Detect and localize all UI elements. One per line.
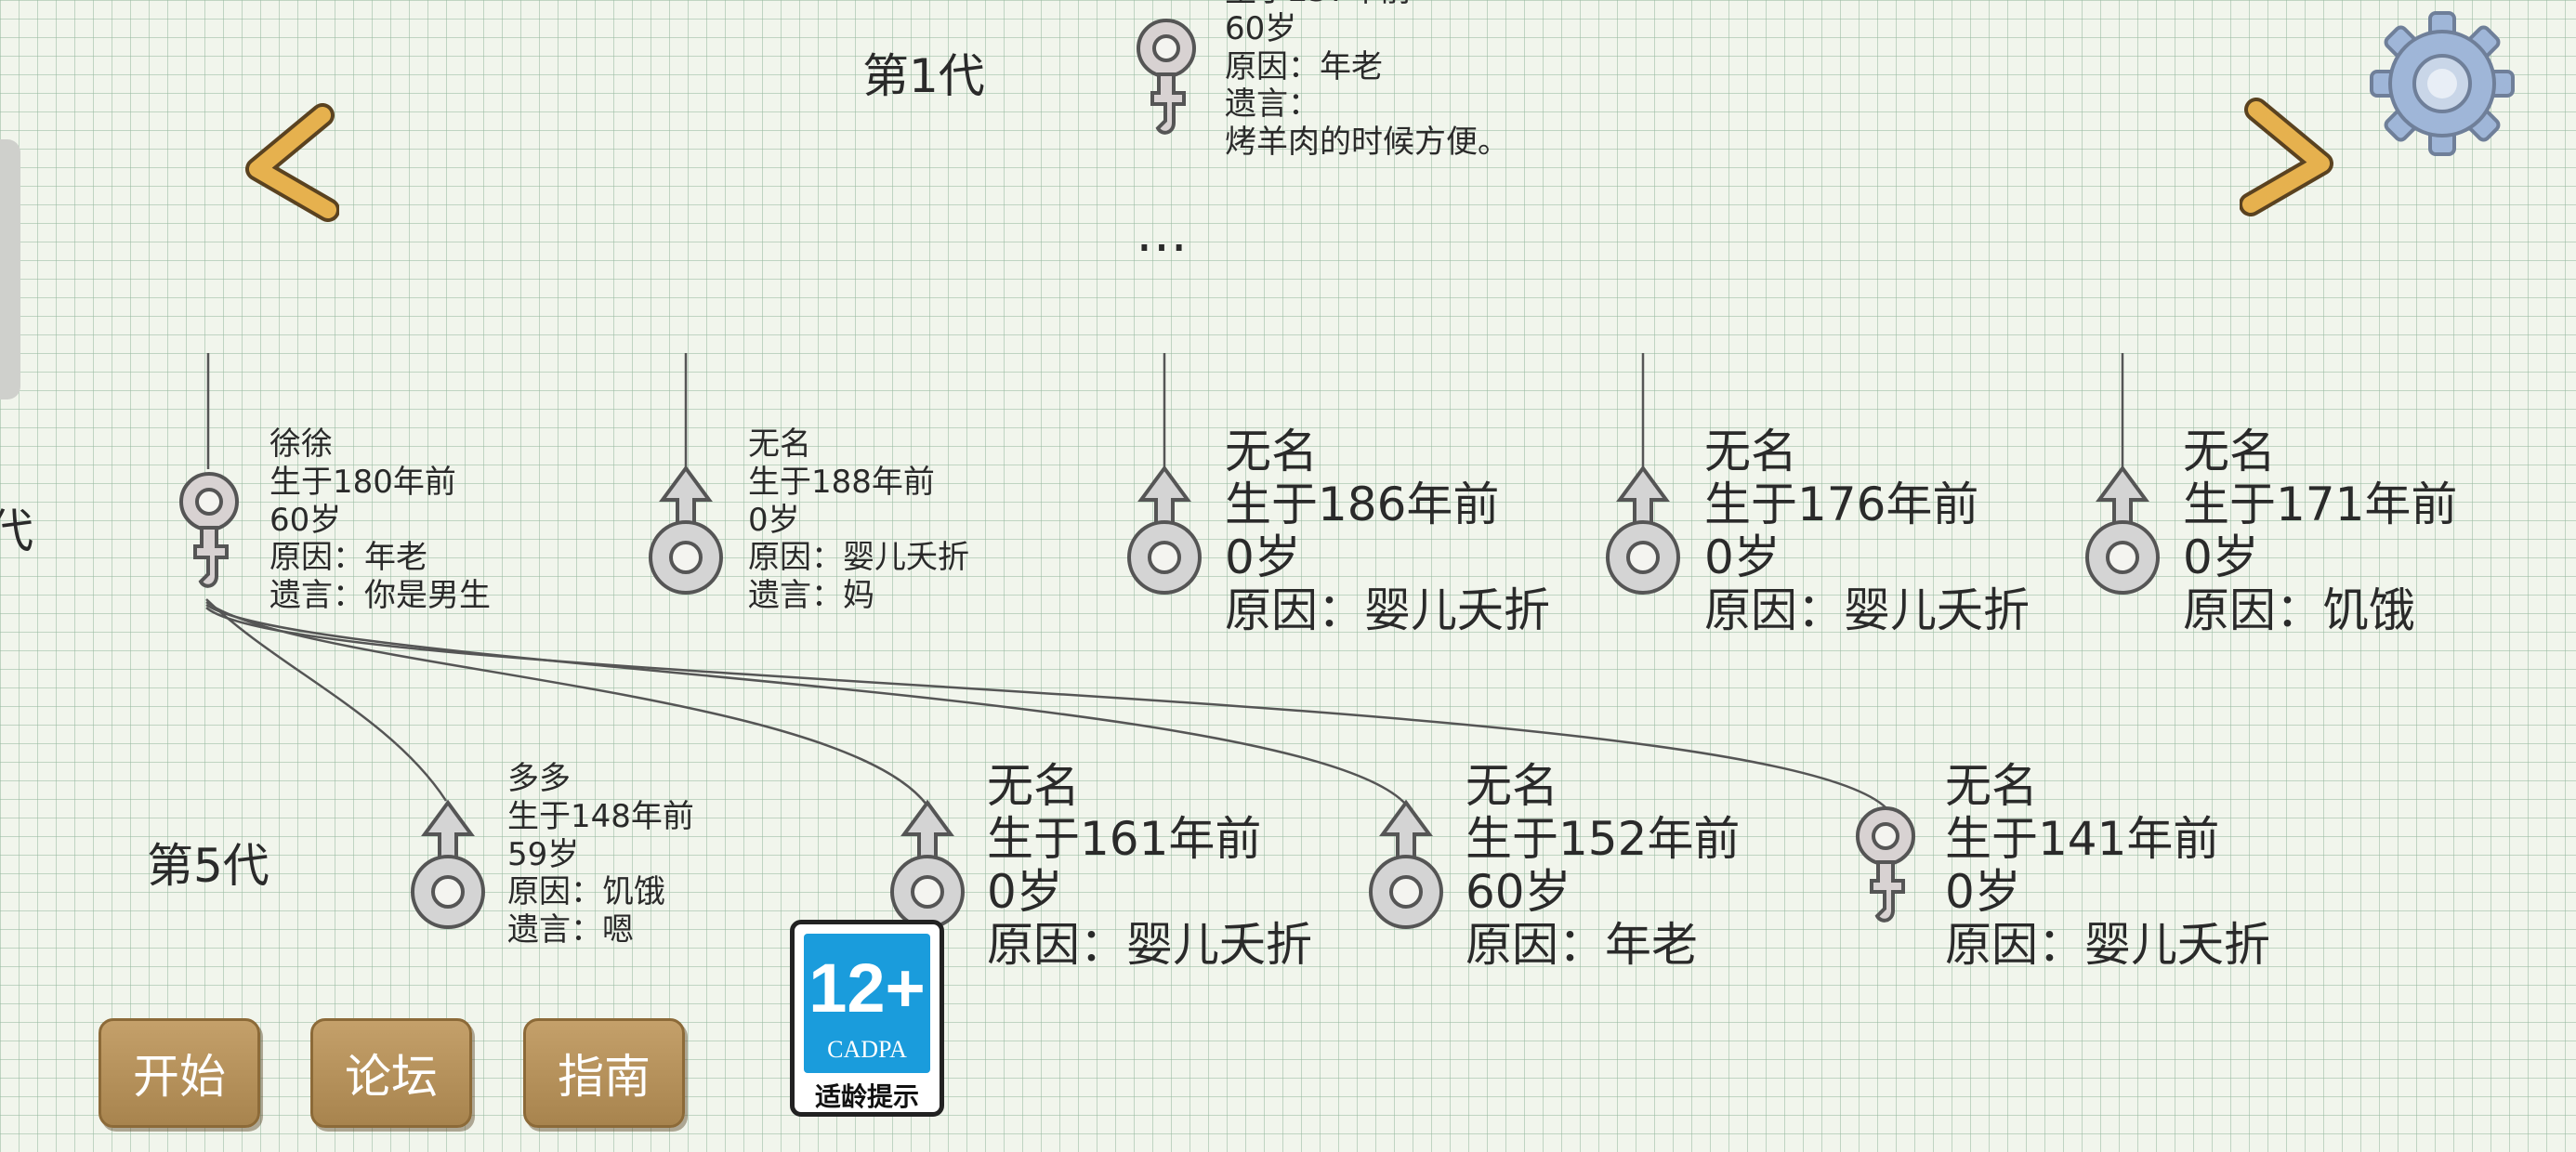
person-cause: 原因：婴儿夭折 <box>1704 583 2030 637</box>
person-cause: 原因：婴儿夭折 <box>987 918 1312 972</box>
person-info: 无名 生于176年前 0岁 原因：婴儿夭折 <box>1704 425 2030 637</box>
person-cause: 原因：年老 <box>1225 47 1383 85</box>
person-symbol[interactable] <box>1123 465 1206 604</box>
person-age: 60岁 <box>1465 865 1571 919</box>
person-symbol[interactable] <box>2081 465 2164 604</box>
person-name: 无名 <box>987 759 1080 813</box>
age-rating-org: CADPA <box>827 1036 907 1063</box>
person-info: 徐徐 生于180年前 60岁 原因：年老 遗言：你是男生 <box>269 425 491 615</box>
person-symbol[interactable] <box>1364 799 1448 938</box>
person-cause: 原因：婴儿夭折 <box>748 539 969 577</box>
next-generation-button[interactable] <box>2239 97 2342 221</box>
age-rating-badge[interactable]: 12+ CADPA 适龄提示 <box>790 920 944 1117</box>
person-will: 遗言：妈 <box>748 577 874 615</box>
person-name: 无名 <box>2183 425 2276 478</box>
child-link-4 <box>205 607 1887 809</box>
person-info: 无名 生于188年前 0岁 原因：婴儿夭折 遗言：妈 <box>748 425 969 615</box>
person-symbol[interactable] <box>644 465 728 604</box>
male-symbol-icon <box>890 799 965 929</box>
guide-button[interactable]: 指南 <box>523 1018 685 1128</box>
age-rating-panel: 12+ CADPA <box>804 934 930 1073</box>
person-birth: 生于171年前 <box>2183 478 2458 531</box>
generation-label-top: 第1代 <box>862 49 985 103</box>
generation-label-partial: 代 <box>0 504 33 558</box>
side-drawer-tab[interactable] <box>0 139 20 399</box>
person-name: 徐徐 <box>269 425 333 463</box>
female-symbol-icon <box>1137 19 1196 135</box>
person-name: 无名 <box>748 425 811 463</box>
person-cause: 原因：饥饿 <box>2183 583 2415 637</box>
person-age: 60岁 <box>1225 9 1297 47</box>
person-cause: 原因：饥饿 <box>507 873 665 911</box>
male-symbol-icon <box>1369 799 1443 929</box>
person-will: 遗言：嗯 <box>507 911 634 949</box>
person-symbol[interactable] <box>886 799 969 938</box>
person-cause: 原因：年老 <box>1465 918 1698 972</box>
person-will: 遗言：你是男生 <box>269 577 491 615</box>
child-link-1 <box>205 598 448 802</box>
person-cause: 原因：婴儿夭折 <box>1225 583 1550 637</box>
generation-label-bottom: 第5代 <box>147 839 269 893</box>
person-name: 无名 <box>1465 759 1558 813</box>
forum-button[interactable]: 论坛 <box>310 1018 472 1128</box>
ancestor-symbol[interactable] <box>1124 11 1208 151</box>
settings-button[interactable] <box>2368 9 2517 162</box>
person-birth: 生于152年前 <box>1465 812 1741 866</box>
male-symbol-icon <box>649 465 723 595</box>
person-birth: 生于176年前 <box>1704 478 1979 531</box>
female-symbol-icon <box>179 472 239 588</box>
person-birth: 生于161年前 <box>987 812 1262 866</box>
person-symbol[interactable] <box>1601 465 1685 604</box>
person-birth: 生于188年前 <box>748 463 935 501</box>
chevron-left-icon <box>245 103 340 222</box>
person-birth: 生于257年前 <box>1225 0 1509 10</box>
person-name: 无名 <box>1704 425 1797 478</box>
person-info: 无名 生于161年前 0岁 原因：婴儿夭折 <box>987 760 1312 972</box>
person-info: 无名 生于152年前 60岁 原因：年老 <box>1465 760 1740 972</box>
ellipsis: … <box>1136 203 1189 264</box>
prev-generation-button[interactable] <box>237 102 340 227</box>
female-symbol-icon <box>1856 806 1915 923</box>
person-name: 多多 <box>507 760 571 797</box>
gear-icon <box>2370 11 2515 156</box>
person-age: 0岁 <box>748 501 800 539</box>
person-name: 无名 <box>1945 759 2038 813</box>
male-symbol-icon <box>411 799 485 929</box>
person-will-label: 遗言： <box>1225 85 1320 124</box>
person-symbol[interactable] <box>1844 799 1927 938</box>
person-age: 0岁 <box>987 865 1063 919</box>
male-symbol-icon <box>2085 465 2160 595</box>
person-age: 0岁 <box>1225 530 1301 584</box>
start-button[interactable]: 开始 <box>99 1018 260 1128</box>
person-symbol[interactable] <box>167 465 251 604</box>
person-cause: 原因：年老 <box>269 539 427 577</box>
person-age: 60岁 <box>269 501 342 539</box>
person-age: 0岁 <box>1945 865 2021 919</box>
male-symbol-icon <box>1127 465 1202 595</box>
person-age: 0岁 <box>1704 530 1781 584</box>
child-link-3 <box>205 603 1407 805</box>
age-rating-value: 12+ <box>808 949 926 1027</box>
ancestor-info: 生于257年前 60岁 原因：年老 遗言： 烤羊肉的时候方便。 <box>1225 0 1509 162</box>
person-cause: 原因：婴儿夭折 <box>1945 918 2270 972</box>
person-birth: 生于186年前 <box>1225 478 1500 531</box>
chevron-right-icon <box>2239 98 2333 216</box>
person-age: 0岁 <box>2183 530 2259 584</box>
person-birth: 生于148年前 <box>507 797 694 835</box>
person-birth: 生于141年前 <box>1945 812 2220 866</box>
age-rating-tip: 适龄提示 <box>814 1081 919 1112</box>
person-info: 无名 生于186年前 0岁 原因：婴儿夭折 <box>1225 425 1550 637</box>
person-age: 59岁 <box>507 835 580 873</box>
person-symbol[interactable] <box>406 799 490 938</box>
male-symbol-icon <box>1606 465 1680 595</box>
person-birth: 生于180年前 <box>269 463 456 501</box>
person-info: 无名 生于171年前 0岁 原因：饥饿 <box>2183 425 2457 637</box>
person-info: 多多 生于148年前 59岁 原因：饥饿 遗言：嗯 <box>507 760 694 949</box>
person-will: 烤羊肉的时候方便。 <box>1225 124 1509 162</box>
person-name: 无名 <box>1225 425 1318 478</box>
person-info: 无名 生于141年前 0岁 原因：婴儿夭折 <box>1945 760 2270 972</box>
